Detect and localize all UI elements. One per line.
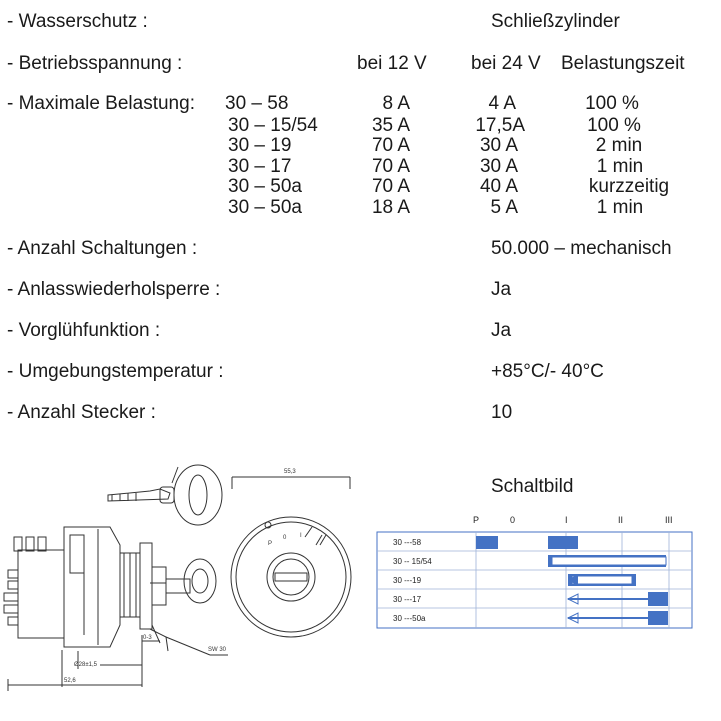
dim-diameter: Ø28±1,5 xyxy=(74,662,98,668)
switch-bars xyxy=(476,536,668,625)
switch-body xyxy=(63,526,121,648)
circuit-label: 30 ---17 xyxy=(393,595,422,604)
dim-thread: SW 30 xyxy=(208,647,227,653)
dim-small: 0-3 xyxy=(143,635,152,641)
load-circuit: 30 – 50a xyxy=(228,197,302,218)
circuit-label: 30 -- 15/54 xyxy=(393,557,432,566)
position-header: 0 xyxy=(510,515,515,525)
circuit-labels: 30 ---58 30 -- 15/54 30 ---19 30 ---17 3… xyxy=(393,538,432,623)
position-header: P xyxy=(473,515,479,525)
key-inserted xyxy=(150,558,217,604)
load-12v: 70 A xyxy=(371,156,410,177)
spec-value-restart-lock: Ja xyxy=(491,279,512,300)
header-load-time: Belastungszeit xyxy=(561,53,685,74)
position-header: II xyxy=(618,515,623,525)
load-12v: 8 A xyxy=(382,93,410,114)
load-24v: 4 A xyxy=(488,93,516,114)
spec-label-restart-lock: - Anlasswiederholsperre : xyxy=(7,279,221,300)
dial-position-p: P xyxy=(268,541,272,547)
load-time: 100 % xyxy=(585,93,639,114)
spec-value-preglow: Ja xyxy=(491,320,512,341)
dial-position-1: I xyxy=(300,533,302,539)
header-24v: bei 24 V xyxy=(471,53,541,74)
load-time: 2 min xyxy=(595,135,643,156)
bar-30-58-i xyxy=(548,536,578,549)
load-time: kurzzeitig xyxy=(588,176,670,197)
load-24v: 17,5A xyxy=(475,115,525,136)
load-circuit: 30 – 17 xyxy=(228,156,292,177)
bar-30-58-p xyxy=(476,536,498,549)
load-time: 100 % xyxy=(587,115,641,136)
diagram-title: Schaltbild xyxy=(491,476,574,497)
front-view xyxy=(230,476,352,638)
header-12v: bei 12 V xyxy=(357,53,427,74)
connector-housing xyxy=(17,549,65,639)
circuit-label: 30 ---58 xyxy=(393,538,422,547)
diagram-frame xyxy=(376,531,693,629)
spec-label-max-load: - Maximale Belastung: xyxy=(7,93,195,114)
bar-30-17 xyxy=(648,592,668,606)
key-spare xyxy=(107,464,223,526)
load-circuit: 30 – 15/54 xyxy=(228,115,318,136)
spec-label-water-protection: - Wasserschutz : xyxy=(7,11,148,32)
bezel xyxy=(139,542,153,630)
load-circuit: 30 – 58 xyxy=(225,93,289,114)
spec-value-switching-count: 50.000 – mechanisch xyxy=(491,238,672,259)
spec-label-operating-voltage: - Betriebsspannung : xyxy=(7,53,183,74)
spec-label-switching-count: - Anzahl Schaltungen : xyxy=(7,238,198,259)
load-24v: 40 A xyxy=(479,176,518,197)
bar-30-50a xyxy=(648,611,668,625)
load-12v: 70 A xyxy=(371,135,410,156)
switching-diagram: P 0 I II III 30 ---58 30 -- 15/54 30 ---… xyxy=(376,515,693,629)
dim-width: 55,3 xyxy=(284,469,296,475)
load-circuit: 30 – 50a xyxy=(228,176,302,197)
load-circuit: 30 – 19 xyxy=(228,135,292,156)
spec-label-ambient-temp: - Umgebungstemperatur : xyxy=(7,361,224,382)
position-header: III xyxy=(665,515,673,525)
spec-value-ambient-temp: +85°C/- 40°C xyxy=(491,361,604,382)
load-time: 1 min xyxy=(596,197,644,218)
circuit-label: 30 ---19 xyxy=(393,576,422,585)
spec-value-water-protection: Schließzylinder xyxy=(491,11,620,32)
load-12v: 70 A xyxy=(371,176,410,197)
dial-markings: 0 P I xyxy=(268,533,302,547)
load-24v: 30 A xyxy=(479,156,518,177)
spec-label-preglow: - Vorglühfunktion : xyxy=(7,320,161,341)
spec-value-connector-count: 10 xyxy=(491,402,513,423)
spec-label-connector-count: - Anzahl Stecker : xyxy=(7,402,156,423)
load-time: 1 min xyxy=(596,156,644,177)
load-12v: 35 A xyxy=(371,115,410,136)
load-24v: 30 A xyxy=(479,135,518,156)
dial-position-0: 0 xyxy=(283,535,287,541)
position-header: I xyxy=(565,515,568,525)
dim-length: 52,6 xyxy=(64,678,76,684)
technical-drawing: 0 P I 55,3 52,6 SW 30 Ø28±1,5 0-3 xyxy=(3,464,352,691)
circuit-label: 30 ---50a xyxy=(393,614,426,623)
position-headers: P 0 I II III xyxy=(473,515,673,525)
load-12v: 18 A xyxy=(371,197,410,218)
load-24v: 5 A xyxy=(490,197,518,218)
